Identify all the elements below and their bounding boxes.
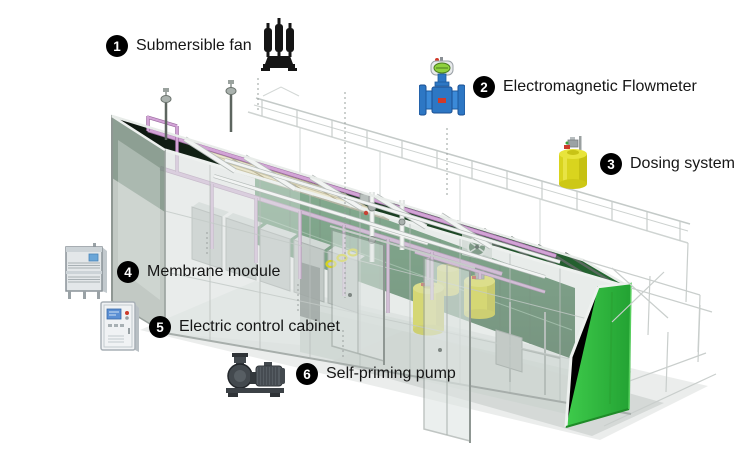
callout-electromagnetic-flowmeter: 2 Electromagnetic Flowmeter: [419, 57, 697, 117]
submersible-fan-icon: [260, 18, 297, 71]
frame-extension-wireframe: [582, 242, 713, 353]
callout-number-badge: 4: [117, 261, 139, 283]
base-frame-wireframe: [582, 304, 717, 427]
leader-lines: [206, 78, 448, 360]
self-priming-pump-icon: [226, 353, 285, 397]
railing-posts: [261, 100, 681, 241]
roof-railing-wireframe: [247, 86, 691, 247]
callout-electric-control-cabinet: 5 Electric control cabinet: [99, 301, 340, 353]
callout-label: Electric control cabinet: [179, 318, 340, 335]
electric-control-cabinet-icon: [100, 301, 139, 352]
callout-label: Self-priming pump: [326, 365, 456, 382]
callout-number-badge: 1: [106, 35, 128, 57]
glass-doors: [329, 225, 476, 443]
callout-label: Electromagnetic Flowmeter: [503, 78, 697, 95]
frame-verticals: [299, 128, 541, 247]
dosing-system-icon: [559, 136, 587, 189]
callout-number-badge: 5: [149, 316, 171, 338]
callout-membrane-module: 4 Membrane module: [63, 243, 281, 300]
walkway-beams: [183, 136, 561, 279]
electromagnetic-flowmeter-icon: [419, 57, 465, 116]
callout-number-badge: 6: [296, 363, 318, 385]
callout-label: Dosing system: [630, 155, 735, 172]
callout-label: Submersible fan: [136, 37, 252, 54]
callout-submersible-fan: 1 Submersible fan: [106, 18, 298, 72]
callout-number-badge: 3: [600, 153, 622, 175]
mixers: [160, 80, 237, 140]
glass-door-right: [423, 257, 471, 442]
front-wall: [164, 148, 632, 415]
callout-label: Membrane module: [147, 263, 281, 280]
callout-number-badge: 2: [473, 76, 495, 98]
callout-dosing-system: 3 Dosing system: [554, 136, 735, 192]
callout-self-priming-pump: 6 Self-priming pump: [224, 350, 456, 398]
membrane-module-icon: [65, 243, 107, 299]
